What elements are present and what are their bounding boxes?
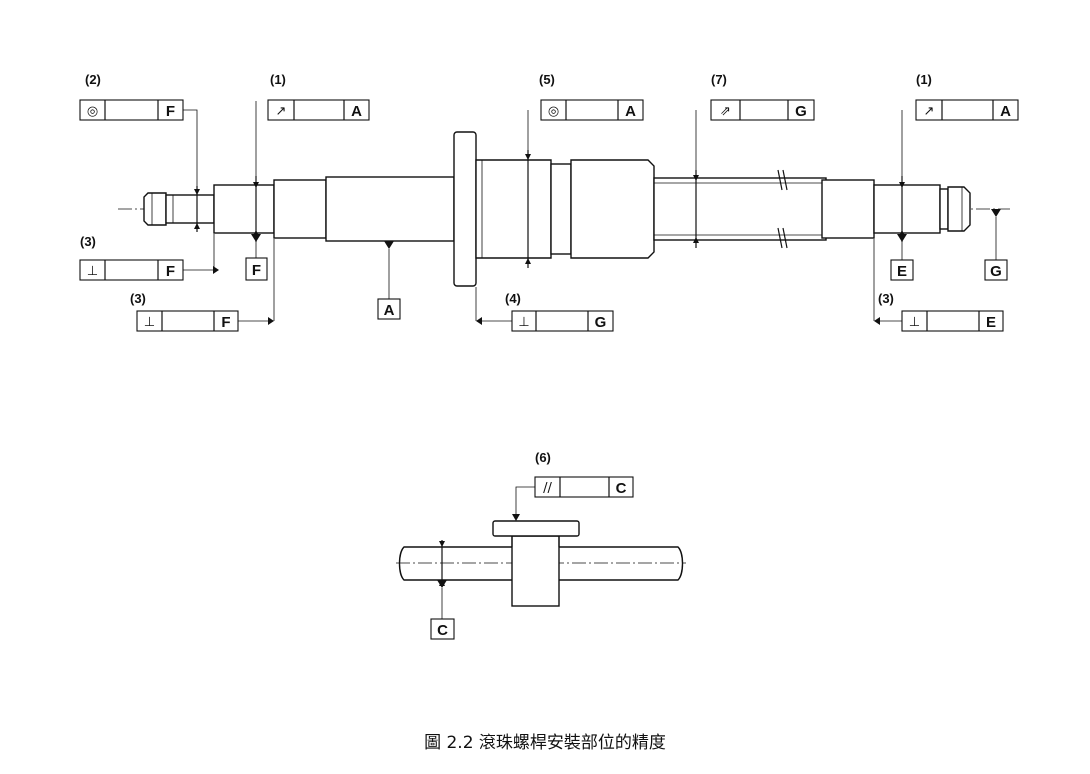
nut-parallelism-detail: // C C	[396, 476, 686, 640]
perpendicularity-icon: ⊥	[144, 315, 155, 330]
datum-G: G	[984, 209, 1008, 281]
datum-A-label: A	[384, 302, 395, 319]
leader-lines	[183, 101, 903, 325]
frame-3a-datum: F	[166, 263, 175, 280]
callout-2: (2)	[85, 72, 101, 87]
datum-E-label: E	[897, 263, 907, 280]
tolerance-frame-7: ⇗ G	[710, 99, 815, 121]
callout-1-right: (1)	[916, 72, 932, 87]
tolerance-frame-3-left-lower: ⊥ F	[136, 310, 239, 332]
frame-2-datum: F	[166, 103, 175, 120]
frame-1-left-datum: A	[351, 103, 362, 120]
perpendicularity-icon: ⊥	[87, 264, 98, 279]
datum-F-label: F	[252, 262, 261, 279]
frame-3b-datum: F	[221, 314, 230, 331]
frame-1-right-datum: A	[1000, 103, 1011, 120]
callout-7: (7)	[711, 72, 727, 87]
tolerance-frame-1-right: ↗ A	[915, 99, 1019, 121]
tolerance-frame-3-left-upper: ⊥ F	[79, 259, 184, 281]
concentricity-icon: ◎	[548, 104, 559, 119]
total-runout-icon: ⇗	[720, 104, 731, 119]
callout-3-left-lower: (3)	[130, 291, 146, 306]
datum-G-label: G	[990, 263, 1002, 280]
tolerance-frame-4: ⊥ G	[511, 310, 614, 332]
frame-6-datum: C	[616, 480, 627, 497]
tolerance-frame-5: ◎ A	[540, 99, 644, 121]
datum-C-label: C	[437, 622, 448, 639]
callout-1-left: (1)	[270, 72, 286, 87]
frame-7-datum: G	[795, 103, 807, 120]
parallelism-icon: //	[543, 481, 552, 496]
frame-4-datum: G	[595, 314, 607, 331]
figure-caption: 圖 2.2 滾珠螺桿安裝部位的精度	[424, 733, 666, 753]
datum-F: F	[245, 234, 268, 281]
frame-5-datum: A	[625, 103, 636, 120]
runout-icon: ↗	[924, 104, 935, 119]
frame-3c-datum: E	[986, 314, 996, 331]
ball-screw-shaft	[143, 131, 971, 287]
perpendicularity-icon: ⊥	[909, 315, 920, 330]
callout-3-left-upper: (3)	[80, 234, 96, 249]
tolerance-frame-3-right: ⊥ E	[901, 310, 1004, 332]
callout-6: (6)	[535, 450, 551, 465]
callout-5: (5)	[539, 72, 555, 87]
callout-4: (4)	[505, 291, 521, 306]
measurement-arrows	[194, 150, 905, 268]
tolerance-frame-2: ◎ F	[79, 99, 184, 121]
datum-A: A	[377, 241, 401, 320]
runout-icon: ↗	[276, 104, 287, 119]
perpendicularity-icon: ⊥	[518, 315, 529, 330]
concentricity-icon: ◎	[87, 104, 98, 119]
callout-3-right: (3)	[878, 291, 894, 306]
tolerance-frame-1-left: ↗ A	[267, 99, 370, 121]
datum-E: E	[890, 234, 914, 281]
